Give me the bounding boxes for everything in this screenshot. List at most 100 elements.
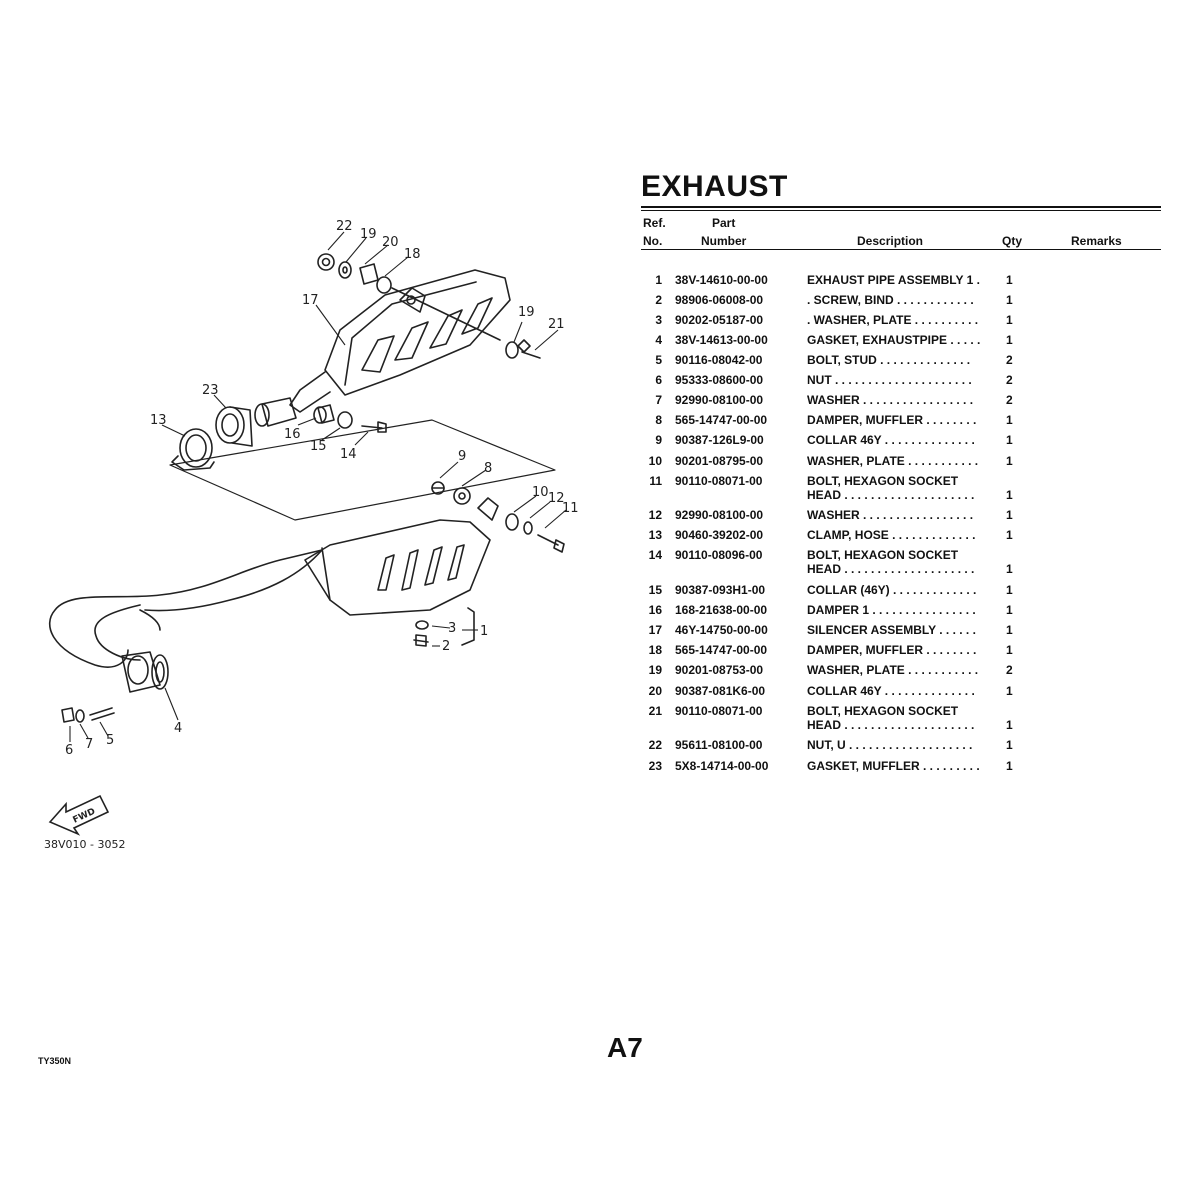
part-number: 90110-08071-00 xyxy=(675,474,763,488)
table-row: 9 90387-126L9-00 COLLAR 46Y . . . . . . … xyxy=(641,433,1161,453)
part-description: DAMPER 1 . . . . . . . . . . . . . . . . xyxy=(807,603,976,617)
page-number: A7 xyxy=(607,1032,643,1063)
ref-number: 6 xyxy=(655,373,662,387)
part-number: 90116-08042-00 xyxy=(675,353,763,367)
ref-number: 21 xyxy=(648,704,662,718)
callout-14: 14 xyxy=(340,447,357,462)
part-description-line2: HEAD . . . . . . . . . . . . . . . . . .… xyxy=(807,718,975,732)
ref-number: 18 xyxy=(648,643,662,657)
quantity: 1 xyxy=(1006,293,1013,307)
part-number: 90202-05187-00 xyxy=(675,313,764,327)
ref-number: 2 xyxy=(655,293,662,307)
header-remarks: Remarks xyxy=(1071,234,1122,248)
part-number: 90387-093H1-00 xyxy=(675,583,766,597)
callout-17: 17 xyxy=(302,293,319,308)
quantity: 1 xyxy=(1006,562,1013,576)
part-description: SILENCER ASSEMBLY . . . . . . xyxy=(807,623,976,637)
quantity: 1 xyxy=(1006,454,1013,468)
part-description: WASHER, PLATE . . . . . . . . . . . xyxy=(807,663,979,677)
callout-15: 15 xyxy=(310,439,327,454)
table-row: 16 168-21638-00-00 DAMPER 1 . . . . . . … xyxy=(641,603,1161,623)
part-number: 46Y-14750-00-00 xyxy=(675,623,768,637)
quantity: 1 xyxy=(1006,413,1013,427)
exploded-diagram: 22 19 20 18 17 19 21 23 13 16 15 14 9 8 … xyxy=(44,219,579,851)
table-row: 1 38V-14610-00-00 EXHAUST PIPE ASSEMBLY … xyxy=(641,273,1161,293)
callout-22: 22 xyxy=(336,219,353,234)
ref-number: 1 xyxy=(655,273,662,287)
part-description: GASKET, EXHAUSTPIPE . . . . . xyxy=(807,333,981,347)
callout-1: 1 xyxy=(480,624,488,639)
quantity: 2 xyxy=(1006,393,1013,407)
part-description: BOLT, HEXAGON SOCKET xyxy=(807,704,959,718)
table-row: 22 95611-08100-00 NUT, U . . . . . . . .… xyxy=(641,738,1161,758)
ref-number: 10 xyxy=(648,454,662,468)
ref-number: 4 xyxy=(655,333,662,347)
ref-number: 19 xyxy=(648,663,662,677)
table-row: 19 90201-08753-00 WASHER, PLATE . . . . … xyxy=(641,663,1161,683)
callout-19: 19 xyxy=(360,227,377,242)
callout-4: 4 xyxy=(174,721,182,736)
part-description: WASHER . . . . . . . . . . . . . . . . . xyxy=(807,508,974,522)
callout-2: 2 xyxy=(442,639,450,654)
part-description: WASHER, PLATE . . . . . . . . . . . xyxy=(807,454,979,468)
callout-16: 16 xyxy=(284,427,301,442)
part-number: 565-14747-00-00 xyxy=(675,413,768,427)
part-description: WASHER . . . . . . . . . . . . . . . . . xyxy=(807,393,974,407)
drawing-code: 38V010 - 3052 xyxy=(44,838,125,851)
part-number: 90201-08753-00 xyxy=(675,663,764,677)
ref-number: 23 xyxy=(648,759,662,773)
header-rule xyxy=(641,249,1161,250)
callout-23: 23 xyxy=(202,383,219,398)
quantity: 1 xyxy=(1006,488,1013,502)
forward-arrow-icon xyxy=(48,794,110,836)
quantity: 1 xyxy=(1006,528,1013,542)
quantity: 1 xyxy=(1006,759,1013,773)
callout-10: 10 xyxy=(532,485,549,500)
part-number: 90110-08096-00 xyxy=(675,548,763,562)
part-description: DAMPER, MUFFLER . . . . . . . . xyxy=(807,643,977,657)
part-number: 168-21638-00-00 xyxy=(675,603,768,617)
table-row: 10 90201-08795-00 WASHER, PLATE . . . . … xyxy=(641,454,1161,474)
title-rule xyxy=(641,206,1161,208)
table-row: 15 90387-093H1-00 COLLAR (46Y) . . . . .… xyxy=(641,583,1161,603)
quantity: 1 xyxy=(1006,508,1013,522)
table-row: 5 90116-08042-00 BOLT, STUD . . . . . . … xyxy=(641,353,1161,373)
header-qty: Qty xyxy=(1002,234,1023,248)
header-description: Description xyxy=(857,234,924,248)
part-number: 92990-08100-00 xyxy=(675,393,764,407)
part-number: 98906-06008-00 xyxy=(675,293,764,307)
model-code: TY350N xyxy=(38,1056,72,1066)
quantity: 1 xyxy=(1006,583,1013,597)
silencer-lower-body xyxy=(304,519,491,616)
part-description: . SCREW, BIND . . . . . . . . . . . . xyxy=(807,293,974,307)
quantity: 1 xyxy=(1006,718,1013,732)
ref-number: 11 xyxy=(649,474,662,488)
diagram-callouts: 22 19 20 18 17 19 21 23 13 16 15 14 9 8 … xyxy=(65,219,579,758)
callout-19b: 19 xyxy=(518,305,535,320)
quantity: 1 xyxy=(1006,313,1013,327)
quantity: 2 xyxy=(1006,663,1013,677)
callout-3: 3 xyxy=(448,621,456,636)
quantity: 1 xyxy=(1006,433,1013,447)
part-description: CLAMP, HOSE . . . . . . . . . . . . . xyxy=(807,528,976,542)
table-row: 12 92990-08100-00 WASHER . . . . . . . .… xyxy=(641,508,1161,528)
part-description-line2: HEAD . . . . . . . . . . . . . . . . . .… xyxy=(807,488,975,502)
ref-number: 15 xyxy=(648,583,662,597)
ref-number: 13 xyxy=(648,528,662,542)
table-row: 8 565-14747-00-00 DAMPER, MUFFLER . . . … xyxy=(641,413,1161,433)
table-row: 13 90460-39202-00 CLAMP, HOSE . . . . . … xyxy=(641,528,1161,548)
part-description: COLLAR 46Y . . . . . . . . . . . . . . xyxy=(807,433,975,447)
ref-number: 8 xyxy=(655,413,662,427)
part-description: . WASHER, PLATE . . . . . . . . . . xyxy=(807,313,979,327)
callout-12: 12 xyxy=(548,491,565,506)
table-row: 23 5X8-14714-00-00 GASKET, MUFFLER . . .… xyxy=(641,759,1161,779)
ref-number: 5 xyxy=(655,353,662,367)
callout-13: 13 xyxy=(150,413,167,428)
table-row: 21 90110-08071-00 BOLT, HEXAGON SOCKET H… xyxy=(641,704,1161,738)
part-number: 565-14747-00-00 xyxy=(675,643,768,657)
quantity: 1 xyxy=(1006,333,1013,347)
header-part-line1: Part xyxy=(712,216,736,230)
part-description: GASKET, MUFFLER . . . . . . . . . xyxy=(807,759,980,773)
ref-number: 9 xyxy=(655,433,662,447)
quantity: 2 xyxy=(1006,353,1013,367)
